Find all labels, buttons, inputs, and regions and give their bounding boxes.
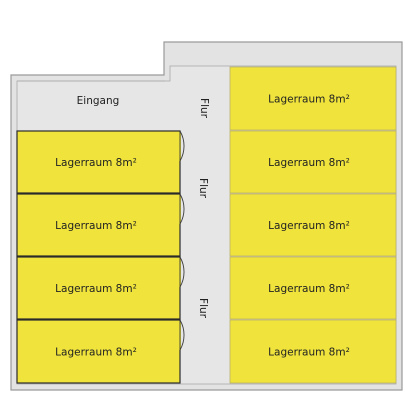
storage-room-fill (16, 130, 181, 194)
storage-room-fill (229, 256, 397, 320)
storage-room-right-5: Lagerraum 8m² (229, 319, 397, 384)
entrance-label: Eingang (77, 95, 120, 107)
door-swing (179, 130, 185, 162)
storage-room-fill (229, 193, 397, 257)
corridor-label-1: Flur (198, 98, 210, 119)
storage-room-label: Lagerraum 8m² (55, 220, 137, 232)
door-arc (179, 256, 185, 288)
storage-room-fill (16, 256, 181, 320)
storage-room-fill (229, 130, 397, 194)
storage-room-fill (229, 319, 397, 384)
storage-room-left-4: Lagerraum 8m² (16, 319, 181, 384)
storage-room-left-3: Lagerraum 8m² (16, 256, 181, 320)
storage-room-right-1: Lagerraum 8m² (229, 66, 397, 131)
storage-room-right-2: Lagerraum 8m² (229, 130, 397, 194)
left-storage-rooms: Lagerraum 8m² Lagerraum 8m² Lagerraum 8m² L… (16, 130, 181, 384)
storage-room-right-4: Lagerraum 8m² (229, 256, 397, 320)
right-storage-rooms: Lagerraum 8m² Lagerraum 8m² Lagerraum 8m² L… (229, 66, 397, 384)
storage-room-fill (229, 66, 397, 131)
storage-room-right-3: Lagerraum 8m² (229, 193, 397, 257)
storage-room-left-2: Lagerraum 8m² (16, 193, 181, 257)
storage-room-label: Lagerraum 8m² (55, 347, 137, 359)
door-arc (179, 193, 185, 225)
storage-room-label: Lagerraum 8m² (268, 347, 350, 359)
door-swing (179, 193, 185, 225)
storage-room-label: Lagerraum 8m² (268, 94, 350, 106)
storage-room-label: Lagerraum 8m² (55, 157, 137, 169)
corridor-label-3: Flur (197, 298, 209, 319)
storage-room-left-1: Lagerraum 8m² (16, 130, 181, 194)
door-arc (179, 319, 185, 351)
storage-room-label: Lagerraum 8m² (268, 157, 350, 169)
door-swing (179, 319, 185, 351)
storage-room-fill (16, 193, 181, 257)
door-arc (179, 130, 185, 162)
storage-room-label: Lagerraum 8m² (268, 220, 350, 232)
door-group (179, 130, 185, 351)
storage-room-label: Lagerraum 8m² (55, 283, 137, 295)
door-swing (179, 256, 185, 288)
storage-room-label: Lagerraum 8m² (268, 283, 350, 295)
corridor-label-2: Flur (197, 178, 209, 199)
storage-room-fill (16, 319, 181, 384)
